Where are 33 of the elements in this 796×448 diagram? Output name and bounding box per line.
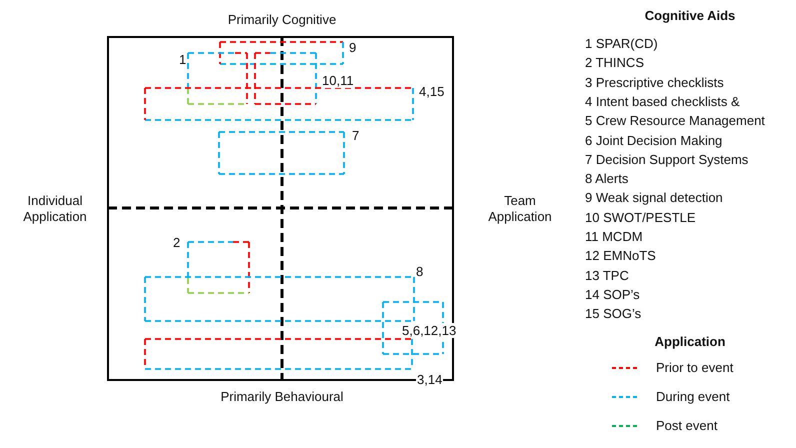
axis-label: Primarily Behavioural: [220, 389, 344, 404]
rectangle-number: 9: [348, 40, 358, 55]
rectangle-number: 8: [415, 264, 424, 279]
rectangle-number: 10,11: [321, 73, 355, 88]
list-item: 8 Alerts: [585, 171, 628, 186]
list-item: 2 THINCS: [585, 55, 644, 70]
list-item: 4 Intent based checklists &: [585, 94, 740, 109]
rectangle-number: 4,15: [418, 84, 446, 99]
list-item: 1 SPAR(CD): [585, 36, 658, 51]
list-item: 7 Decision Support Systems: [585, 152, 748, 167]
list-item: 9 Weak signal detection: [585, 190, 723, 206]
rectangle-number: 1: [178, 52, 188, 67]
list-item: 11 MCDM: [585, 229, 643, 244]
rectangle-number: 5,6,12,13: [401, 323, 458, 338]
list-item: 5 Crew Resource Management: [585, 113, 765, 128]
list-item: 6 Joint Decision Making: [585, 132, 722, 148]
legend-label: Prior to event: [656, 360, 734, 375]
list-item: 10 SWOT/PESTLE: [585, 210, 696, 225]
rectangle-number: 7: [351, 128, 360, 143]
legend-title: Application: [654, 334, 726, 349]
list-item: 15 SOG’s: [585, 306, 642, 322]
legend-label: During event: [656, 389, 730, 404]
legend-label: Post event: [656, 418, 718, 433]
axis-label: Primarily Cognitive: [228, 12, 336, 27]
axis-label: Individual Application: [22, 193, 88, 225]
rectangle-number: 3,14: [416, 372, 444, 387]
list-item: 3 Prescriptive checklists: [585, 74, 724, 90]
list-item: 12 EMNoTS: [585, 248, 656, 264]
axis-label: Team Application: [487, 193, 553, 225]
legend-title: Cognitive Aids: [644, 8, 736, 23]
list-item: 13 TPC: [585, 268, 629, 283]
rectangle-number: 2: [172, 235, 182, 250]
list-item: 14 SOP’s: [585, 286, 640, 302]
